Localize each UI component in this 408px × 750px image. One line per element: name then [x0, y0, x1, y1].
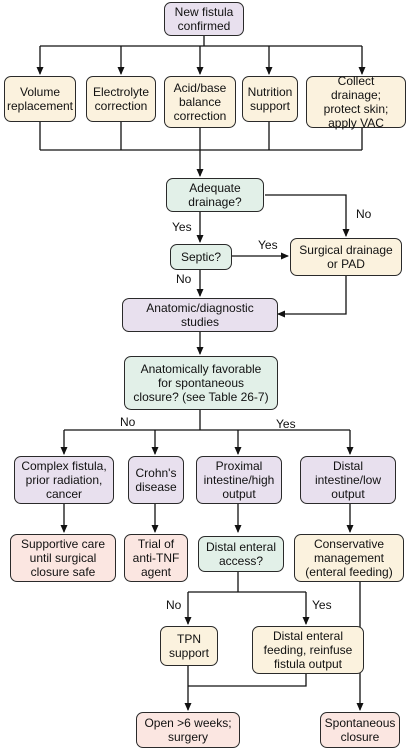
node-distal-enteral-access: Distal enteral access? — [198, 536, 284, 572]
node-surgical-drainage: Surgical drainage or PAD — [290, 238, 402, 276]
node-surgical-drainage-text: Surgical drainage or PAD — [299, 243, 393, 271]
node-volume-replacement: Volume replacement — [4, 76, 76, 122]
node-supportive-care: Supportive care until surgical closure s… — [10, 534, 116, 582]
node-nutrition-support: Nutrition support — [242, 76, 298, 122]
node-proximal-intestine-text: Proximal intestine/high output — [203, 459, 275, 501]
node-septic-text: Septic? — [180, 250, 222, 264]
node-new-fistula-text: New fistula confirmed — [174, 5, 234, 33]
label-yes-favorable: Yes — [276, 417, 296, 431]
label-no-access: No — [166, 598, 182, 612]
node-collect-drainage: Collect drainage; protect skin; apply VA… — [306, 74, 406, 130]
label-no-septic: No — [176, 272, 192, 286]
node-new-fistula: New fistula confirmed — [164, 2, 244, 36]
node-nutrition-support-text: Nutrition support — [247, 85, 293, 113]
node-anatomic-studies: Anatomic/diagnostic studies — [122, 298, 278, 332]
label-yes-access: Yes — [312, 598, 332, 612]
node-crohns-disease-text: Crohn's disease — [135, 466, 177, 494]
node-proximal-intestine: Proximal intestine/high output — [196, 456, 282, 504]
node-distal-intestine: Distal intestine/low output — [300, 456, 396, 504]
node-spontaneous-closure: Spontaneous closure — [320, 712, 400, 748]
node-anatomically-favorable-text: Anatomically favorable for spontaneous c… — [133, 362, 269, 404]
node-distal-intestine-text: Distal intestine/low output — [314, 459, 382, 501]
node-spontaneous-closure-text: Spontaneous closure — [324, 716, 396, 744]
node-distal-enteral-feeding-text: Distal enteral feeding, reinfuse fistula… — [263, 629, 353, 671]
node-acid-base-correction: Acid/base balance correction — [164, 76, 236, 128]
node-complex-fistula: Complex fistula, prior radiation, cancer — [14, 456, 114, 504]
node-distal-enteral-feeding: Distal enteral feeding, reinfuse fistula… — [252, 626, 364, 674]
node-tpn-support-text: TPN support — [168, 632, 210, 660]
label-no-adequate: No — [356, 207, 372, 221]
label-yes-septic: Yes — [258, 238, 278, 252]
label-yes-adequate: Yes — [172, 220, 192, 234]
node-acid-base-correction-text: Acid/base balance correction — [173, 81, 227, 123]
node-tpn-support: TPN support — [160, 626, 218, 666]
node-anatomic-studies-text: Anatomic/diagnostic studies — [146, 301, 254, 329]
label-no-favorable: No — [120, 415, 136, 429]
node-open-six-weeks-text: Open >6 weeks; surgery — [144, 716, 232, 744]
node-adequate-drainage-text: Adequate drainage? — [188, 181, 242, 209]
node-open-six-weeks: Open >6 weeks; surgery — [136, 712, 240, 748]
node-crohns-disease: Crohn's disease — [128, 456, 184, 504]
node-supportive-care-text: Supportive care until surgical closure s… — [20, 537, 106, 579]
node-adequate-drainage: Adequate drainage? — [166, 178, 264, 212]
node-electrolyte-correction: Electrolyte correction — [86, 76, 156, 122]
node-conservative-management: Conservative management (enteral feeding… — [294, 534, 404, 582]
node-complex-fistula-text: Complex fistula, prior radiation, cancer — [21, 459, 107, 501]
node-conservative-management-text: Conservative management (enteral feeding… — [305, 537, 393, 579]
node-trial-anti-tnf-text: Trial of anti-TNF agent — [132, 537, 180, 579]
node-trial-anti-tnf: Trial of anti-TNF agent — [124, 534, 188, 582]
node-septic: Septic? — [170, 244, 232, 270]
node-anatomically-favorable: Anatomically favorable for spontaneous c… — [124, 356, 278, 410]
node-electrolyte-correction-text: Electrolyte correction — [92, 85, 150, 113]
node-volume-replacement-text: Volume replacement — [6, 85, 74, 113]
node-distal-enteral-access-text: Distal enteral access? — [205, 540, 277, 568]
node-collect-drainage-text: Collect drainage; protect skin; apply VA… — [323, 74, 389, 130]
